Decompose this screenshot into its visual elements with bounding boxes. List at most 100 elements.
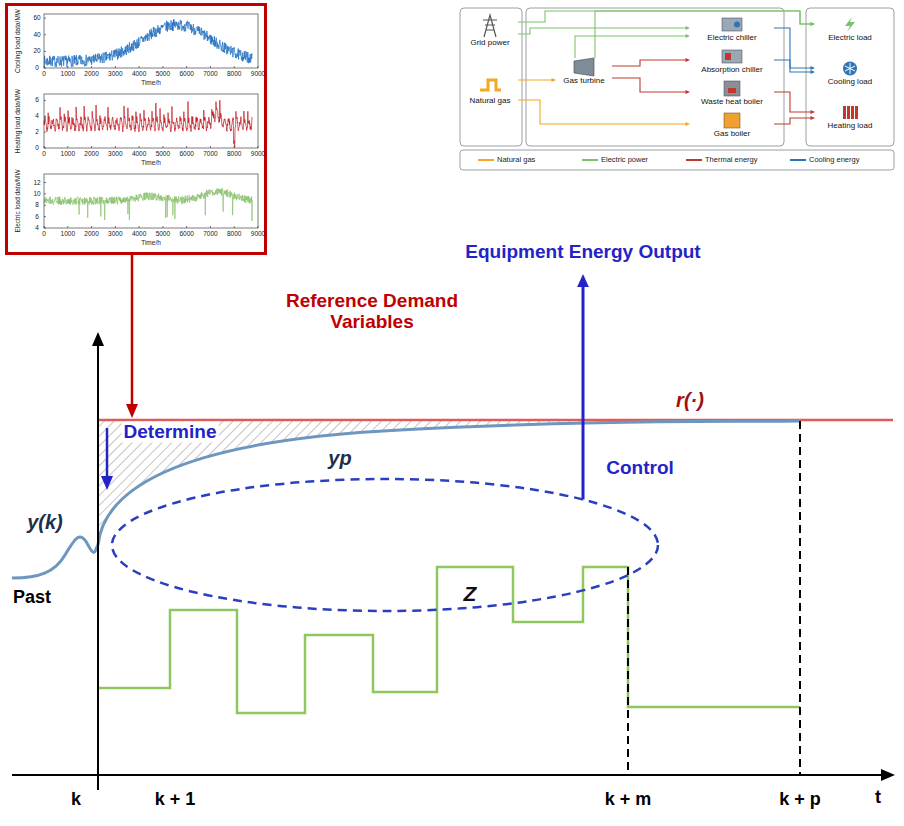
legend-label: Thermal energy	[705, 155, 758, 164]
load-chart	[258, 226, 259, 228]
arrowhead	[577, 274, 589, 287]
load-chart	[44, 100, 252, 147]
tick-label: 60	[33, 15, 40, 22]
node-label: Cooling load data/MW	[14, 9, 21, 73]
tick-label: 5000	[156, 230, 170, 237]
predicted-output-curve	[98, 421, 800, 545]
arrowhead	[811, 70, 816, 74]
tick-label: 1000	[61, 230, 75, 237]
reference-arrowhead	[126, 404, 138, 418]
equipment-node: Gas boiler	[690, 112, 774, 140]
system-group-frame	[526, 8, 784, 146]
connector-label: Control	[606, 458, 674, 479]
tick-label: 5000	[156, 150, 170, 157]
signal-name: r(·)	[676, 389, 704, 411]
load-chart	[44, 182, 46, 183]
load-chart	[210, 66, 211, 68]
equipment-icon	[843, 106, 846, 119]
axis-tick: k + 1	[155, 790, 196, 810]
flow-connector	[774, 28, 815, 70]
equipment-icon	[855, 106, 858, 119]
arrowhead	[811, 116, 816, 120]
arrowhead	[811, 66, 816, 70]
signal-name: yp	[328, 447, 351, 469]
connector-line	[774, 92, 811, 112]
equipment-icon	[722, 50, 742, 63]
equipment-icon	[734, 22, 740, 28]
equipment-icon	[483, 15, 497, 37]
equipment-label: Gas boiler	[692, 129, 772, 139]
arrowhead	[811, 22, 816, 26]
load-chart	[44, 94, 258, 148]
arrowhead	[552, 78, 557, 82]
equipment-node: Absorption chiller	[690, 48, 774, 76]
load-chart	[186, 66, 187, 68]
flow-connector	[612, 78, 690, 94]
load-chart	[258, 66, 259, 68]
equipment-icon	[847, 106, 850, 119]
tick-label: 0	[35, 64, 39, 71]
tick-label: 6	[35, 213, 39, 220]
tick-label: 7000	[203, 70, 217, 77]
load-chart	[44, 193, 46, 194]
legend-swatch	[790, 159, 806, 161]
node-label: Z	[464, 582, 477, 605]
tick-label: 2000	[84, 70, 98, 77]
load-chart	[44, 100, 46, 101]
system-group-frame	[460, 150, 894, 170]
chart-panel: Cooling load data/MW Time/h Heating load d…	[5, 3, 267, 255]
node-label: Time/h	[141, 239, 161, 246]
tick-label: 9000	[251, 230, 265, 237]
flow-connector	[774, 92, 815, 114]
load-chart	[186, 146, 187, 148]
equipment-label: Natural gas	[464, 96, 516, 106]
equipment-node: Waste heat boiler	[690, 80, 774, 108]
flow-connector	[577, 274, 589, 500]
arrowhead	[811, 22, 816, 26]
load-chart	[44, 228, 46, 229]
axis	[12, 344, 883, 790]
load-chart	[44, 14, 258, 68]
load-node: Cooling load	[815, 60, 885, 88]
load-chart	[234, 226, 235, 228]
tick-label: 7000	[203, 230, 217, 237]
tick-label: 5000	[156, 70, 170, 77]
tick-label: 3000	[108, 70, 122, 77]
flow-connector	[612, 58, 690, 66]
node-label: Electric load data/MW	[14, 169, 21, 232]
load-chart	[67, 226, 68, 228]
node-label: Heating load data/MW	[14, 89, 21, 153]
tick-label: 12	[33, 179, 40, 186]
tick-label: 9000	[251, 150, 265, 157]
legend-entry: Thermal energy	[686, 155, 758, 164]
node-label: Equipment Energy Output	[465, 242, 700, 263]
connector-line	[518, 100, 686, 124]
equipment-label: Absorption chiller	[692, 65, 772, 75]
equipment-label: Grid power	[464, 38, 516, 48]
arrowhead	[686, 26, 691, 30]
flow-connector	[518, 78, 556, 82]
equipment-icon	[724, 81, 740, 96]
tick-label: 0	[42, 230, 46, 237]
tick-label: 3000	[108, 230, 122, 237]
determine-arrow	[106, 428, 109, 478]
equipment-icon	[480, 80, 501, 90]
equipment-label: Waste heat boiler	[692, 97, 772, 107]
load-chart	[44, 68, 46, 69]
connector-line	[582, 284, 585, 499]
legend-swatch	[686, 159, 702, 161]
load-chart	[44, 116, 46, 117]
tick-label: 40	[33, 31, 40, 38]
load-chart	[115, 226, 116, 228]
load-chart	[91, 226, 92, 228]
load-chart	[44, 51, 46, 52]
load-chart	[44, 34, 46, 35]
equipment-icon	[722, 18, 742, 31]
load-chart	[44, 14, 258, 228]
load-chart	[210, 226, 211, 228]
tick-label: 2000	[84, 150, 98, 157]
connector-line	[518, 11, 811, 24]
load-chart	[258, 146, 259, 148]
axis-arrowhead	[92, 332, 895, 781]
